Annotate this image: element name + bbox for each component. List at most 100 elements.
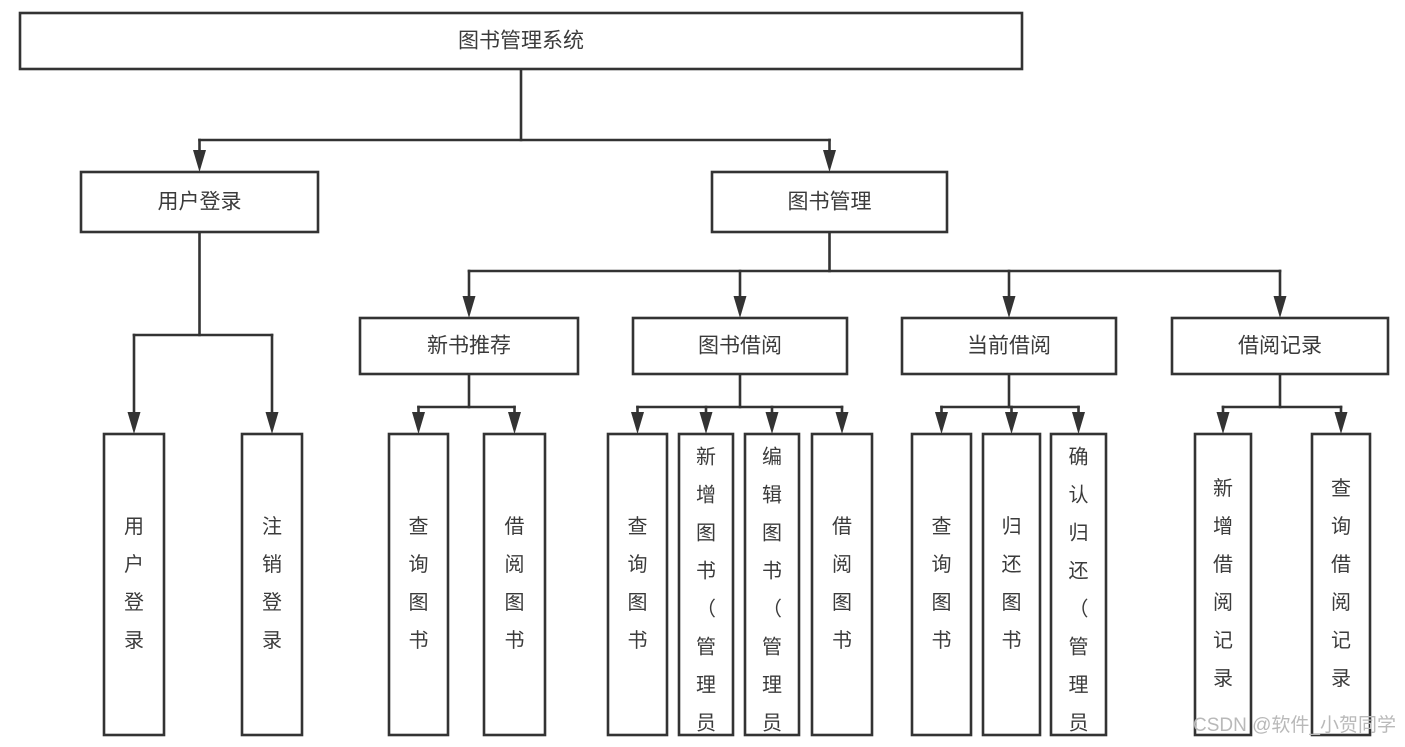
arrow-head-icon <box>631 412 644 434</box>
node-label-char: 图 <box>696 522 716 544</box>
node-label-char: 管 <box>762 635 782 658</box>
node-label-char: 图 <box>505 592 525 614</box>
node-label-char: 图 <box>832 592 852 614</box>
node-label-char: 理 <box>762 674 782 696</box>
node-l2-borrow[interactable]: 图书借阅 <box>631 316 849 376</box>
node-box <box>677 432 735 737</box>
node-box <box>981 432 1042 737</box>
node-label-char: 登 <box>124 591 144 614</box>
node-label-char: （ <box>762 597 782 620</box>
node-label-char: 编 <box>762 445 782 468</box>
node-box <box>18 11 1024 71</box>
node-layer: 图书管理系统用户登录图书管理新书推荐图书借阅当前借阅借阅记录用户登录注销登录查询… <box>18 11 1390 747</box>
node-label-char: 图 <box>628 592 648 614</box>
arrow-head-icon <box>412 412 425 434</box>
node-label-char: （ <box>696 597 716 620</box>
node-root[interactable]: 图书管理系统 <box>18 11 1024 71</box>
node-label-char: 认 <box>1069 483 1089 506</box>
connector-layer <box>127 67 1348 434</box>
node-label-char: 借 <box>505 515 525 538</box>
node-label-char: 员 <box>762 712 782 734</box>
arrow-head-icon <box>265 412 279 434</box>
node-label-char: 书 <box>1002 629 1022 652</box>
node-label-char: 询 <box>1331 515 1351 538</box>
node-label-char: 新 <box>696 445 716 468</box>
node-label: 图书管理 <box>788 191 872 214</box>
node-label-char: 还 <box>1069 559 1089 582</box>
node-label-char: （ <box>1069 597 1089 620</box>
node-label-char: 增 <box>696 483 716 506</box>
arrow-head-icon <box>127 412 141 434</box>
node-label-char: 录 <box>124 630 144 652</box>
node-label-char: 新 <box>1213 477 1233 500</box>
node-label-char: 录 <box>1331 668 1351 690</box>
node-box <box>631 316 849 376</box>
node-label-char: 询 <box>932 553 952 576</box>
node-label-char: 查 <box>409 515 429 538</box>
node-label-char: 图 <box>762 522 782 544</box>
node-l1-user-login[interactable]: 用户登录 <box>79 170 320 234</box>
arrow-head-icon <box>1334 412 1348 434</box>
node-label: 图书管理系统 <box>458 30 584 53</box>
node-l2-new-book[interactable]: 新书推荐 <box>358 316 580 376</box>
node-label-char: 员 <box>696 712 716 734</box>
node-label-char: 书 <box>505 629 525 652</box>
node-label-char: 用 <box>124 516 144 538</box>
node-label-char: 书 <box>762 559 782 582</box>
node-label-char: 阅 <box>505 553 525 576</box>
node-label-char: 归 <box>1002 515 1022 538</box>
arrow-head-icon <box>733 296 747 318</box>
node-label-char: 辑 <box>762 483 782 506</box>
node-label: 当前借阅 <box>967 335 1051 358</box>
node-l2-current[interactable]: 当前借阅 <box>900 316 1118 376</box>
node-box <box>358 316 580 376</box>
node-box <box>102 432 166 737</box>
arrow-head-icon <box>835 412 849 434</box>
node-label-char: 还 <box>1002 553 1022 576</box>
node-box <box>482 432 547 737</box>
node-box <box>387 432 450 737</box>
node-label-char: 确 <box>1069 445 1089 468</box>
node-label-char: 查 <box>1331 477 1351 500</box>
node-box <box>1193 432 1253 737</box>
node-label-char: 户 <box>124 553 144 576</box>
arrow-head-icon <box>462 296 476 318</box>
node-label-char: 管 <box>1069 635 1089 658</box>
node-box <box>79 170 320 234</box>
node-label-char: 书 <box>409 629 429 652</box>
node-label: 借阅记录 <box>1238 335 1322 358</box>
node-label-char: 借 <box>1331 553 1351 576</box>
node-label-char: 增 <box>1213 515 1233 538</box>
node-box <box>900 316 1118 376</box>
node-label: 用户登录 <box>158 191 242 214</box>
node-l2-record[interactable]: 借阅记录 <box>1170 316 1390 376</box>
node-label-char: 询 <box>628 553 648 576</box>
node-label-char: 借 <box>832 515 852 538</box>
node-label: 新书推荐 <box>427 335 511 358</box>
node-box <box>910 432 973 737</box>
node-label-char: 登 <box>262 591 282 614</box>
node-box <box>1310 432 1372 737</box>
node-label-char: 阅 <box>1331 591 1351 614</box>
node-label-char: 借 <box>1213 553 1233 576</box>
node-label-char: 销 <box>262 553 282 576</box>
arrow-head-icon <box>1216 412 1230 434</box>
csdn-watermark: CSDN @软件_小贺同学 <box>1193 714 1396 736</box>
node-label-char: 书 <box>832 629 852 652</box>
node-label: 图书借阅 <box>698 335 782 358</box>
node-l1-book-manage[interactable]: 图书管理 <box>710 170 949 234</box>
node-leaf-user-login[interactable]: 用户登录 <box>102 432 166 737</box>
node-label-char: 阅 <box>832 553 852 576</box>
